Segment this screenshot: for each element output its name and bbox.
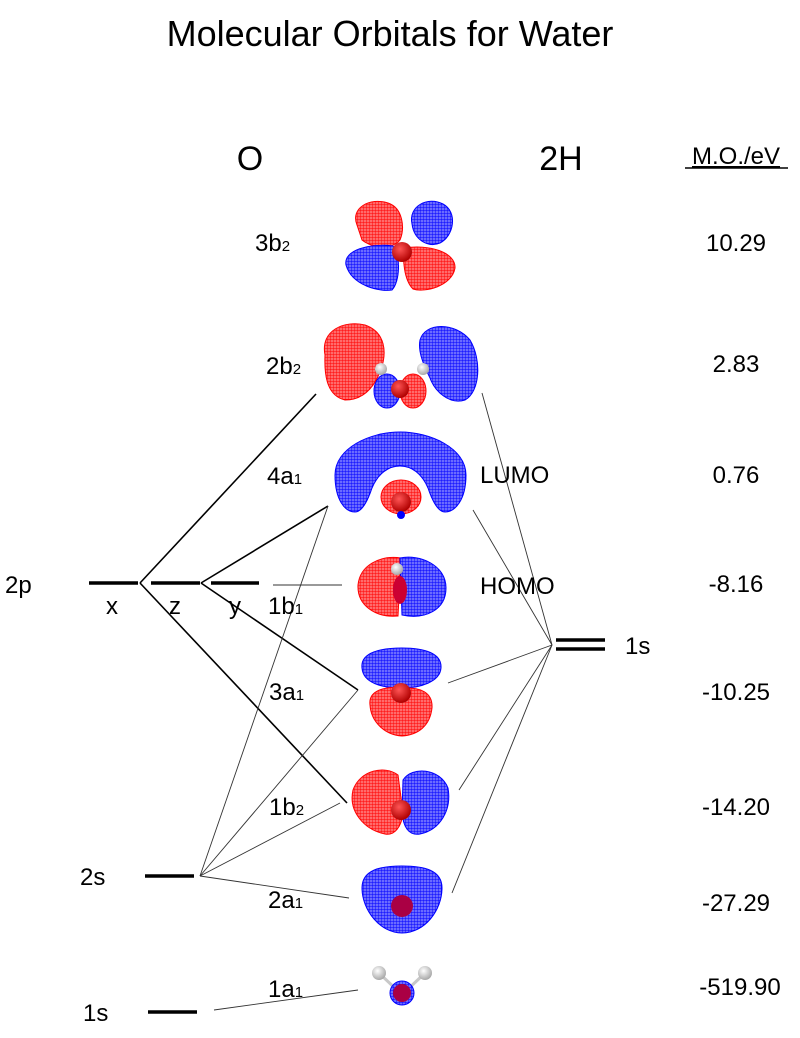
connection-h1s-3a1 [447, 644, 553, 684]
oxygen-1s-level: 1s [83, 1000, 197, 1027]
oxygen-atom [392, 242, 412, 262]
hydrogen-atom [375, 363, 387, 375]
lumo-tag: LUMO [480, 462, 549, 489]
lobe-positive [357, 556, 402, 617]
orbital-image-2b2 [323, 323, 479, 409]
connection-h1s-1b2 [458, 644, 553, 791]
ao-1s-label: 1s [83, 1000, 108, 1027]
mo-label-1a1: 1a1 [268, 976, 303, 1003]
hydrogen-atom [391, 563, 403, 575]
axis-label-z: z [169, 593, 181, 620]
connection-2pz-4a1 [200, 505, 329, 584]
axis-label-y: y [229, 593, 241, 620]
oxygen-atom [391, 683, 411, 703]
mo-label-2b2: 2b2 [266, 353, 301, 380]
mo-label-3a1: 3a1 [269, 679, 304, 706]
oxygen-atom [391, 380, 409, 398]
hydrogen-atom [372, 966, 386, 980]
lobe-negative [401, 770, 450, 835]
lobe-positive [355, 201, 403, 248]
ao-2s-label: 2s [80, 864, 105, 891]
lobe-positive [403, 246, 456, 291]
energy-4a1: 0.76 [713, 462, 760, 489]
energy-3a1: -10.25 [702, 679, 770, 706]
ao-h1s-label: 1s [625, 633, 650, 660]
energy-2b2: 2.83 [713, 351, 760, 378]
energy-values: 10.29 2.83 0.76 -8.16 -10.25 -14.20 -27.… [699, 230, 780, 1001]
oxygen-atom [391, 895, 413, 917]
lobe-positive [351, 769, 404, 835]
oxygen-atom [393, 984, 411, 1002]
lobe-negative [345, 244, 399, 291]
orbital-image-3a1 [361, 647, 442, 737]
orbital-image-1a1 [372, 966, 432, 1006]
connection-1s-1a1 [213, 989, 359, 1011]
lobe-negative [397, 511, 405, 519]
mo-label-2a1: 2a1 [268, 887, 303, 914]
connection-2s-1b2 [199, 802, 341, 877]
mo-label-4a1: 4a1 [267, 463, 302, 490]
oxygen-atom [391, 492, 411, 512]
lobe-negative [399, 556, 447, 617]
hydrogen-atom [417, 363, 429, 375]
mo-label-3b2: 3b2 [255, 230, 290, 257]
connection-2pz-3a1 [200, 582, 359, 691]
energy-1a1: -519.90 [699, 974, 780, 1001]
page-title: Molecular Orbitals for Water [167, 13, 614, 54]
lobe-negative [419, 326, 479, 402]
connection-h1s-4a1 [472, 509, 553, 646]
oxygen-atom [391, 800, 411, 820]
hydrogen-column-header: 2H [539, 140, 582, 178]
orbital-image-2a1 [361, 865, 443, 934]
oxygen-column-header: O [237, 140, 263, 178]
lobe-negative [361, 647, 442, 689]
connection-2px-2b2 [139, 393, 317, 584]
connection-2s-3a1 [199, 689, 359, 877]
hydrogen-1s-level: 1s [556, 633, 650, 660]
ao-2p-label: 2p [5, 572, 32, 599]
energy-1b1: -8.16 [709, 571, 764, 598]
connection-h1s-2a1 [451, 644, 553, 894]
axis-label-x: x [106, 593, 118, 620]
connection-h1s-2b2 [481, 392, 553, 646]
hydrogen-atom [418, 966, 432, 980]
energy-3b2: 10.29 [706, 230, 766, 257]
orbital-image-1b2 [351, 769, 450, 835]
energy-2a1: -27.29 [702, 890, 770, 917]
mo-labels: 3b2 2b2 4a1 1b1 3a1 1b2 2a1 1a1 [255, 230, 304, 1003]
connection-lines [139, 392, 553, 1011]
orbital-image-4a1 [334, 431, 467, 519]
oxygen-atom [393, 576, 407, 604]
orbital-image-1b1 [357, 556, 447, 617]
connection-2s-2a1 [199, 875, 350, 899]
mo-label-1b1: 1b1 [268, 593, 303, 620]
oxygen-2s-level: 2s [80, 864, 194, 891]
lobe-positive [369, 687, 433, 737]
mo-label-1b2: 1b2 [269, 794, 304, 821]
energy-1b2: -14.20 [702, 794, 770, 821]
lobe-negative [334, 431, 467, 513]
oxygen-2p-levels: 2p x z y [5, 572, 259, 620]
connection-2px-1b2 [139, 582, 348, 804]
homo-tag: HOMO [480, 573, 555, 600]
energy-column-header: M.O./eV [692, 143, 780, 170]
orbital-image-3b2 [345, 200, 456, 291]
connection-2s-4a1 [199, 505, 329, 877]
lobe-negative [411, 200, 453, 245]
